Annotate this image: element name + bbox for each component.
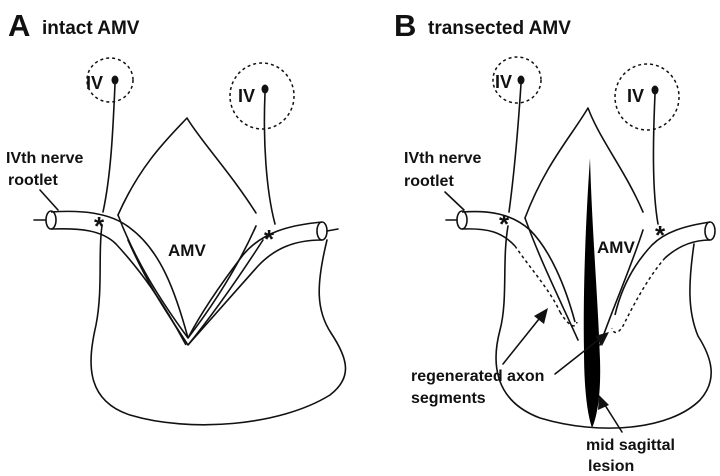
panel-a-title: intact AMV [42,18,140,39]
panel-b-left-nucleus-outline [492,56,542,104]
panel-a-amv-v [117,214,257,339]
panel-b-left-nucleus-label: IV [495,72,512,92]
panel-a-left-asterisk: * [94,211,105,241]
panel-b-letter: B [394,8,416,43]
panel-a-right-rootlet-stub [326,228,339,232]
panel-b-right-nucleus-outline [614,63,680,131]
panel-b-right-rootlet-top [614,221,711,316]
panel-a-right-nucleus-outline [229,62,295,130]
panel-b-regen-label-line1: regenerated axon [411,368,544,385]
panel-a-left-nucleus-dot [111,75,119,85]
panel-b-left-regen-segment [514,245,561,313]
panel-a-left-axon [102,83,116,213]
panel-a-right-nucleus-label: IV [238,86,255,106]
panel-b-regen-arrow-right [554,336,603,375]
panel-a-right-axon [263,92,276,225]
panel-b-lesion-shape [583,158,601,428]
panel-a-left-rootlet-end [45,210,57,230]
panel-a-left-rootlet-top [50,210,189,339]
panel-b-amv-left-side [524,217,579,341]
panel-b-rootlet-label-line1: IVth nerve [404,150,481,167]
panel-b-rootlet-pointer [444,191,465,211]
panel-b-amv-right-side [599,229,644,346]
panel-b-right-rootlet-bottom [664,239,711,259]
panel-b-regen-arrowhead-left [534,308,548,324]
panel-b-right-nucleus-label: IV [627,86,644,106]
panel-b-left-axon [508,83,522,213]
panel-a-right-rootlet-end [316,221,328,241]
panel-b-title: transected AMV [428,18,571,39]
panel-b-left-nucleus-dot [517,75,525,85]
panel-a-left-nucleus-label: IV [86,73,103,93]
panel-b-amv-label: AMV [597,238,635,257]
panel-b-right-nucleus-dot [651,85,659,95]
panel-a-right-asterisk: * [264,224,275,254]
panel-b-lesion-label-line2: lesion [588,458,634,475]
panel-a-rootlet-label-line2: rootlet [8,172,58,189]
panel-a: A intact AMV IV IV IVth nerve rootlet * [6,8,347,426]
panel-b-regen-label-line2: segments [411,390,486,407]
panel-b-rootlet-label-line2: rootlet [404,173,454,190]
panel-a-rootlet-pointer [39,189,59,211]
panel-a-amv-apex [117,117,257,216]
panel-b-regen-arrow-left [502,313,544,365]
panel-b-left-rootlet-end [456,210,468,230]
panel-b-lesion-arrowhead [598,395,609,410]
panel-a-letter: A [8,8,30,43]
panel-b-lesion-arrow [602,401,623,433]
panel-b-right-asterisk: * [655,220,666,250]
panel-a-rootlet-label-line1: IVth nerve [6,150,83,167]
panel-a-right-rootlet-top [187,221,323,339]
panel-b-left-asterisk: * [499,209,510,239]
panel-b-regen-arrowhead-right [595,332,609,346]
panel-b-left-rootlet-bottom [461,228,516,247]
panel-a-right-rootlet-bottom [187,239,323,346]
panel-b-right-rootlet-end [704,221,716,241]
panel-b-amv-outline [495,225,712,429]
panel-b-left-rootlet-top [461,210,576,323]
panel-a-amv-label: AMV [168,241,206,260]
panel-b-right-axon [652,93,659,225]
panel-b-right-regen-segment [611,257,666,334]
panel-a-amv-outline [90,225,347,426]
panel-a-left-rootlet-bottom [50,227,187,346]
panel-b-lesion-label-line1: mid sagittal [586,437,675,454]
panel-b-amv-apex [524,107,644,219]
panel-a-right-nucleus-dot [261,84,269,94]
panel-b: B transected AMV IV IV IVth nerve [394,8,716,475]
panel-a-left-nucleus-outline [86,57,134,103]
